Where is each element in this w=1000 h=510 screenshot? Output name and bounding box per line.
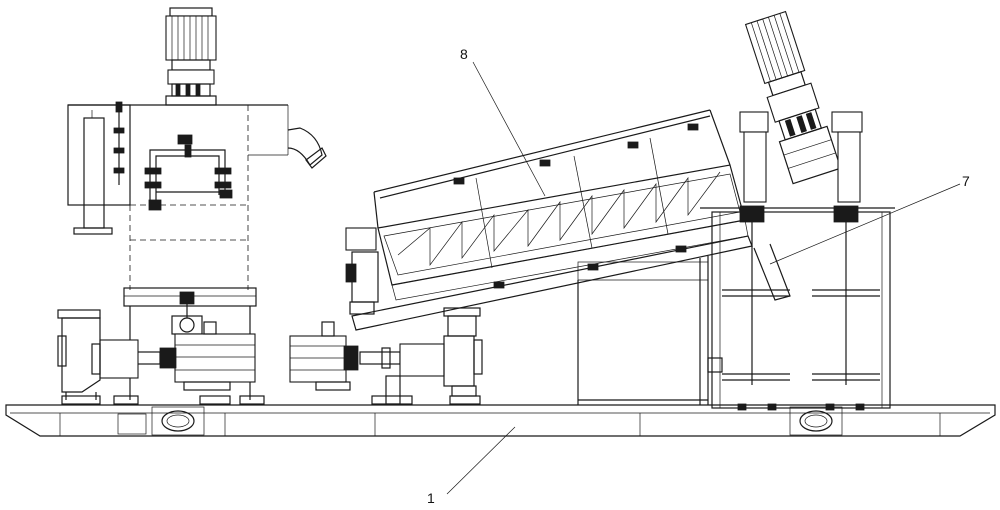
leader-line-1 bbox=[446, 426, 516, 495]
lifting-lug-right bbox=[789, 406, 843, 436]
dosing-tank bbox=[67, 101, 289, 290]
label-7: 7 bbox=[962, 173, 970, 189]
agitator-motor-top bbox=[165, 7, 217, 106]
press-support-frame bbox=[577, 256, 723, 405]
label-8: 8 bbox=[460, 46, 468, 62]
leader-line-8 bbox=[472, 61, 546, 197]
lifting-lug-left bbox=[151, 406, 205, 436]
screw-press bbox=[345, 109, 753, 331]
skid-base bbox=[5, 404, 996, 437]
label-1: 1 bbox=[427, 490, 435, 506]
pump-set-center bbox=[289, 307, 483, 405]
mixing-tank bbox=[700, 111, 895, 411]
sight-glass-valves bbox=[113, 101, 125, 185]
pump-set-left bbox=[57, 287, 265, 405]
dosing-pipework bbox=[144, 134, 233, 211]
callouts: 1 7 8 bbox=[427, 46, 970, 506]
tank-overflow-elbow bbox=[287, 127, 327, 169]
press-drive-motor bbox=[744, 10, 842, 185]
leader-line-7 bbox=[769, 183, 961, 265]
